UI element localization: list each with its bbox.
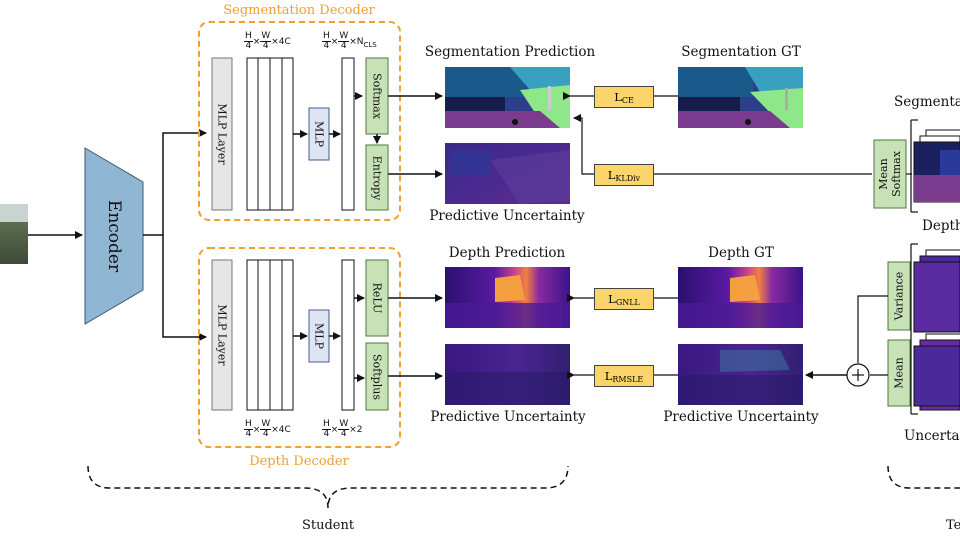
seg-prediction-image [445, 67, 570, 128]
loss-ce: LCE [594, 86, 654, 108]
teacher-mean-softmax-box [873, 139, 907, 209]
teacher-mean-softmax-label: Mean Softmax [877, 151, 903, 197]
entropy-box [365, 144, 389, 211]
seg-uncertainty-image [445, 143, 570, 204]
depth-mlp-layer-box [211, 259, 233, 411]
teacher-mean-label: Mean [892, 357, 906, 389]
depth-prediction-image [445, 267, 570, 328]
depth-mlp-layer-label: MLP Layer [215, 304, 229, 366]
student-label: Student [301, 518, 355, 533]
depth-decoder-title: Depth Decoder [249, 454, 349, 469]
seg-mlp-label: MLP [312, 121, 326, 147]
seg-logits-bar [341, 57, 355, 211]
variance-to-sum-line [857, 295, 888, 363]
teacher-mean-box [887, 339, 911, 407]
depth-gt-title: Depth GT [708, 245, 774, 261]
student-brace [87, 465, 569, 509]
teacher-variance-label: Variance [892, 271, 906, 321]
loss-gnll: LGNLL [594, 288, 654, 310]
loss-rmsle: LRMSLE [594, 365, 654, 387]
loss-kldiv: LKLDiv [594, 164, 654, 186]
seg-gt-title: Segmentation GT [681, 44, 801, 60]
teacher-brace [887, 465, 960, 489]
seg-prediction-title: Segmentation Prediction [424, 44, 596, 60]
depth-prediction-title: Depth Prediction [448, 245, 566, 261]
seg-gt-image [678, 67, 803, 128]
depth-uncertainty-image [445, 344, 570, 405]
encoder-to-seg-arrow [143, 129, 207, 236]
encoder-label: Encoder [104, 199, 124, 273]
kldiv-to-seg-arrow [573, 114, 594, 175]
softplus-label: Softplus [370, 354, 384, 400]
teacher-seg-title: Segmentat [894, 94, 960, 110]
teacher-label: Te [946, 518, 960, 533]
depth-logits-bar [341, 259, 355, 411]
seg-mlp-layer-label: MLP Layer [215, 103, 229, 165]
teacher-depth-title: Depth [922, 218, 960, 234]
depth-uncertainty-title: Predictive Uncertainty [430, 409, 586, 425]
teacher-uncertainty-partial: Uncerta [904, 428, 960, 444]
seg-decoder-title: Segmentation Decoder [223, 3, 375, 18]
teacher-uncertainty-title: Predictive Uncertainty [663, 409, 819, 425]
teacher-depth-stack [913, 249, 960, 411]
input-image-sky [0, 204, 28, 222]
relu-label: ReLU [370, 282, 384, 314]
seg-mlp-layer-box [211, 57, 233, 211]
encoder-to-depth-arrow [162, 235, 207, 341]
softmax-label: Softmax [370, 73, 384, 119]
depth-mlp-label: MLP [312, 323, 326, 349]
teacher-seg-stack [913, 129, 960, 203]
encoder-block [84, 147, 144, 325]
depth-decoder-frame [198, 247, 401, 448]
teacher-depth-uncertainty-image [678, 344, 803, 405]
seg-decoder-frame [198, 21, 401, 221]
seg-uncertainty-title: Predictive Uncertainty [429, 208, 585, 224]
entropy-label: Entropy [370, 155, 384, 201]
depth-gt-image [678, 267, 803, 328]
